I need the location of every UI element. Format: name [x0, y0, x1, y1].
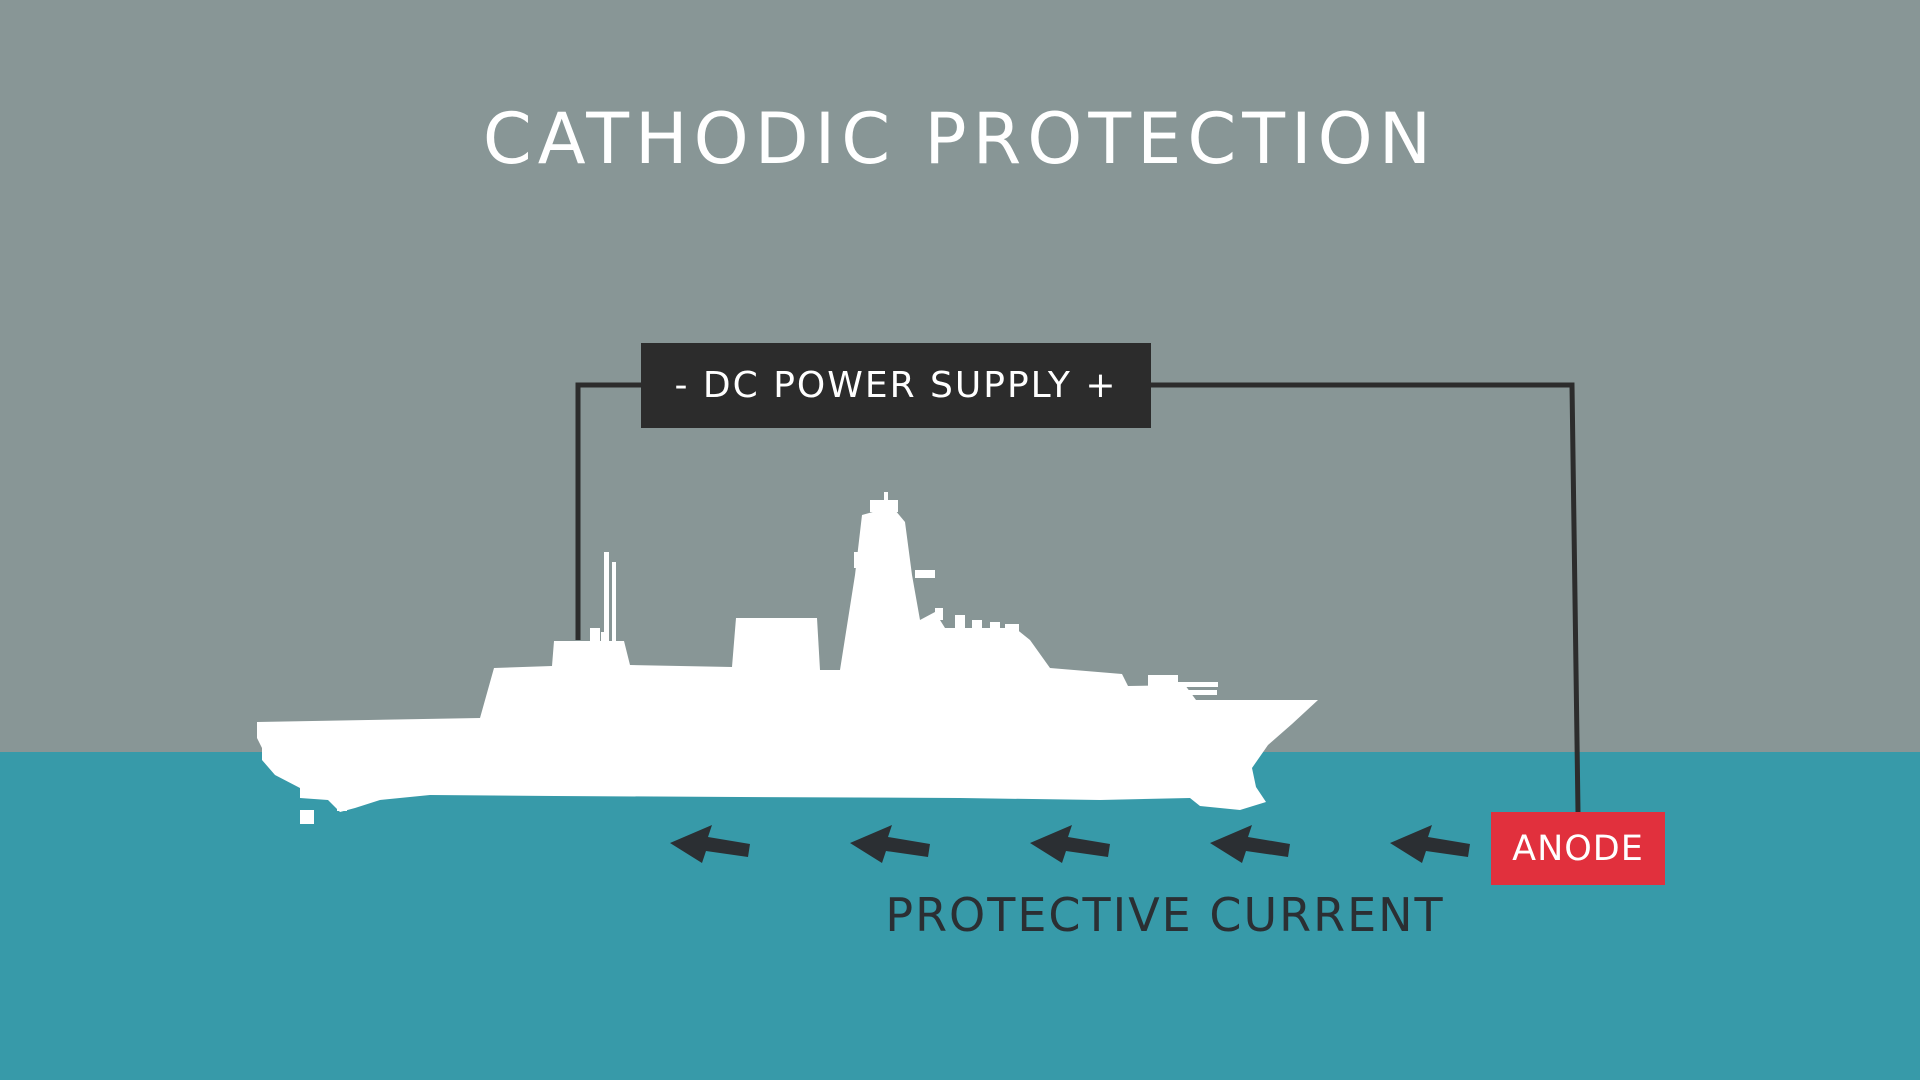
anode-label-box: ANODE [1491, 812, 1665, 885]
dc-power-supply-box: - DC POWER SUPPLY + [641, 343, 1151, 428]
dc-power-supply-label: - DC POWER SUPPLY + [674, 365, 1118, 406]
anode-box [1491, 812, 1665, 885]
warship-silhouette-icon [257, 492, 1318, 824]
arrow-left-icon [1390, 825, 1470, 863]
protective-current-arrows [670, 825, 1470, 863]
sea-background [0, 752, 1920, 1080]
anode-label: ANODE [1512, 828, 1644, 869]
arrow-left-icon [1030, 825, 1110, 863]
arrow-left-icon [1210, 825, 1290, 863]
positive-wire [1151, 382, 1581, 813]
arrow-left-icon [850, 825, 930, 863]
negative-wire [575, 382, 641, 640]
arrow-left-icon [670, 825, 750, 863]
protective-current-label: PROTECTIVE CURRENT [885, 888, 1445, 942]
diagram-title: CATHODIC PROTECTION [482, 98, 1438, 180]
